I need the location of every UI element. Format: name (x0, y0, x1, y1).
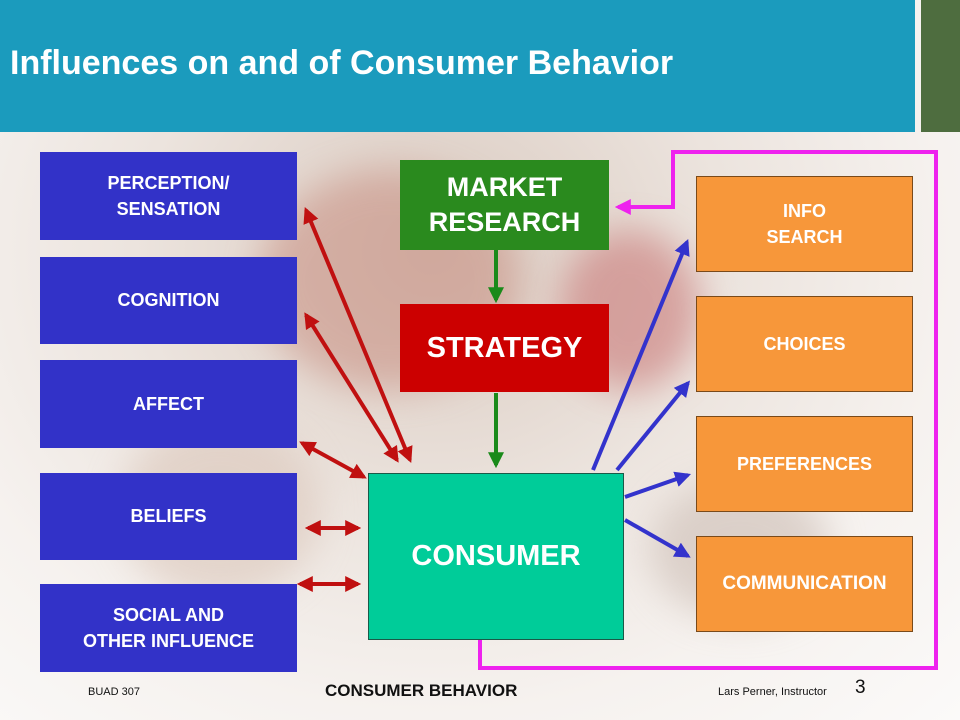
strategy-box: STRATEGY (400, 304, 609, 392)
influence-box-social: SOCIAL AND OTHER INFLUENCE (40, 584, 297, 672)
consumer-to-preferences-arrow (624, 471, 692, 499)
affect-consumer-arrow (299, 441, 367, 479)
outcome-box-preferences: PREFERENCES (696, 416, 913, 512)
influence-box-beliefs: BELIEFS (40, 473, 297, 560)
footer-subject: CONSUMER BEHAVIOR (325, 681, 518, 700)
footer-course: BUAD 307 (88, 686, 140, 698)
market-research-box: MARKET RESEARCH (400, 160, 609, 250)
perception-consumer-arrow (303, 207, 413, 463)
influence-box-perception: PERCEPTION/ SENSATION (40, 152, 297, 240)
consumer-to-info-search-arrow (591, 239, 690, 471)
title-bar-accent (921, 0, 960, 132)
influence-box-affect: AFFECT (40, 360, 297, 448)
feedback-loop-arrow (478, 150, 938, 670)
outcome-box-choices: CHOICES (696, 296, 913, 392)
consumer-box: CONSUMER (368, 473, 624, 640)
footer-instructor: Lars Perner, Instructor (718, 686, 827, 698)
slide-title: Influences on and of Consumer Behavior (10, 44, 674, 82)
page-number: 3 (855, 677, 866, 698)
consumer-to-communication-arrow (624, 518, 691, 558)
outcome-box-info-search: INFO SEARCH (696, 176, 913, 272)
outcome-box-communication: COMMUNICATION (696, 536, 913, 632)
cognition-consumer-arrow (304, 312, 399, 463)
influence-box-cognition: COGNITION (40, 257, 297, 344)
title-bar (0, 0, 915, 132)
consumer-to-choices-arrow (615, 380, 691, 472)
